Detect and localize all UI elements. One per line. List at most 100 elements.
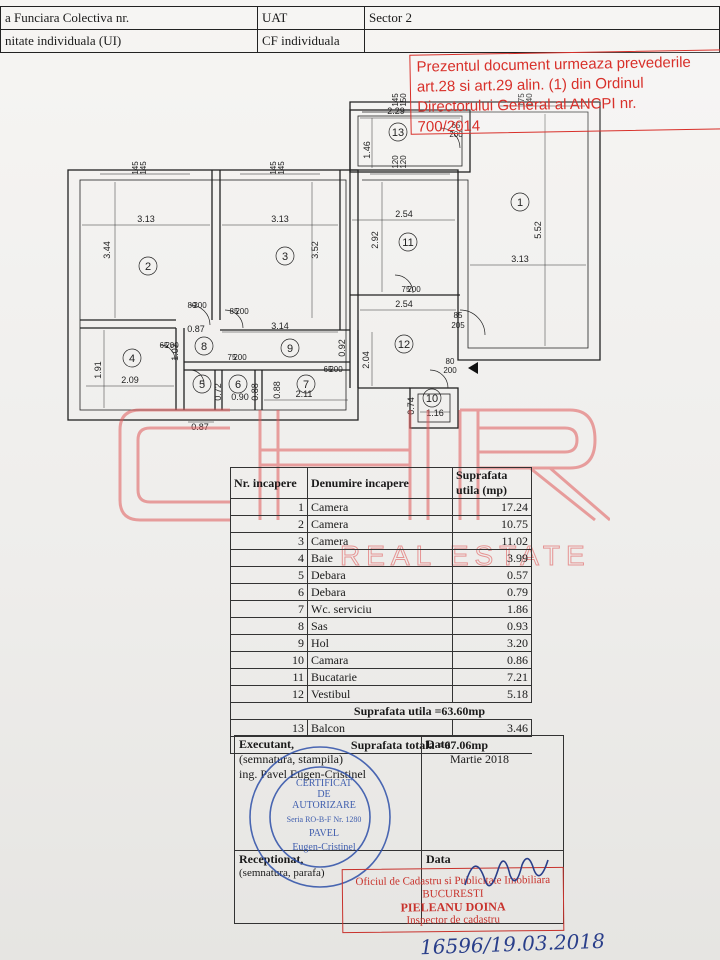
dim-label: 2.54	[395, 209, 413, 219]
dim-label: 3.13	[271, 214, 289, 224]
wall-label: 120	[399, 155, 408, 169]
door-label: 65	[324, 365, 333, 374]
executant-name: ing. Pavel Eugen-Cristinel	[239, 767, 366, 781]
room-marker-8: 8	[194, 336, 214, 356]
header-cell-cf: a Funciara Colectiva nr.	[0, 6, 258, 30]
door-label: 80	[188, 301, 197, 310]
header-cell-uat: UAT	[257, 6, 365, 30]
dim-label: 1.46	[362, 141, 372, 159]
door-label: 200	[235, 307, 249, 316]
room-marker-3: 3	[275, 246, 295, 266]
header-cell-empty	[364, 29, 720, 53]
wall-label: 175	[517, 93, 526, 107]
legal-notice-stamp: Prezentul document urmeaza prevederile a…	[409, 49, 720, 136]
dim-label: 0.87	[187, 324, 205, 334]
dim-label: 0.74	[406, 397, 416, 415]
header-cell-cf-individual: CF individuala	[257, 29, 365, 53]
dim-label: 1.16	[426, 408, 444, 418]
data-label: Data	[426, 737, 451, 751]
svg-text:7: 7	[303, 379, 309, 391]
header-table: a Funciara Colectiva nr. UAT Sector 2 ni…	[0, 6, 720, 53]
dim-label: 3.13	[137, 214, 155, 224]
dim-label: 2.11	[296, 389, 313, 399]
room-marker-13: 13	[388, 122, 408, 142]
dim-label: 0.87	[191, 422, 209, 432]
dim-label: 2.54	[395, 299, 413, 309]
dim-label: 2.09	[121, 375, 139, 385]
svg-text:11: 11	[402, 237, 413, 249]
room-marker-4: 4	[122, 348, 142, 368]
dim-label: 2.92	[370, 231, 380, 249]
dim-label: 3.14	[271, 321, 289, 331]
room-marker-11: 11	[398, 232, 418, 252]
door-label: 85	[230, 307, 239, 316]
dim-label: 5.52	[533, 221, 543, 239]
wall-label: 145	[391, 93, 400, 107]
door-label: 65	[452, 121, 461, 130]
plan-outer-right	[349, 101, 601, 361]
dim-label: 0.90	[231, 392, 249, 402]
dim-label: 3.44	[102, 241, 112, 259]
col-header-nr: Nr. incapere	[230, 467, 308, 499]
svg-text:13: 13	[392, 127, 404, 139]
executant-label: Executant,	[239, 737, 294, 751]
room-marker-7: 7	[296, 374, 316, 394]
useful-area-total: Suprafata utila =63.60mp	[307, 702, 532, 720]
room-marker-6: 6	[228, 374, 248, 394]
dim-label: 0.88	[272, 381, 282, 399]
room-marker-5: 5	[192, 374, 212, 394]
col-header-area: Suprafata utila (mp)	[452, 467, 532, 499]
executant-sub: (semnatura, stampila)	[239, 752, 343, 766]
room-areas-table: Nr. incapere Denumire incapere Suprafata…	[230, 467, 532, 754]
svg-text:1: 1	[517, 197, 523, 209]
wall-label: 140	[525, 93, 534, 107]
signature-scribble	[464, 857, 549, 887]
door-label: 200	[443, 366, 457, 375]
room-marker-9: 9	[280, 338, 300, 358]
floor-plan: 1 2 3 4 5 6 7 8 9 10 11 12 13 3.13 3.13 …	[67, 93, 601, 432]
room-marker-12: 12	[394, 334, 414, 354]
door-label: 200	[449, 130, 463, 139]
wall-label: 150	[399, 93, 408, 107]
svg-text:5: 5	[199, 379, 205, 391]
dim-label: 0.88	[250, 383, 260, 401]
svg-text:12: 12	[398, 339, 410, 351]
svg-text:6: 6	[235, 379, 241, 391]
dim-label: 2.04	[361, 351, 371, 369]
svg-text:2: 2	[145, 261, 151, 273]
dim-label: 0.92	[337, 339, 347, 357]
room-marker-10: 10	[422, 388, 442, 408]
svg-text:9: 9	[287, 343, 293, 355]
door-label: 200	[407, 285, 421, 294]
dim-label: 0.72	[213, 383, 223, 401]
wall-label: 145	[277, 161, 286, 175]
door-label: 65	[160, 341, 169, 350]
door-label: 200	[193, 301, 207, 310]
door-label: 75	[228, 353, 237, 362]
door-label: 200	[329, 365, 343, 374]
door-label: 200	[233, 353, 247, 362]
wall-label: 145	[131, 161, 140, 175]
door-label: 200	[165, 341, 179, 350]
entrance-arrow-icon	[468, 362, 478, 374]
room-marker-1: 1	[510, 192, 530, 212]
wall-label: 145	[139, 161, 148, 175]
data-value: Martie 2018	[450, 752, 509, 766]
door-label: 80	[446, 357, 455, 366]
door-label: 205	[451, 321, 465, 330]
dim-label: 3.13	[511, 254, 529, 264]
dim-label: 1.07	[170, 343, 180, 361]
header-cell-ui: nitate individuala (UI)	[0, 29, 258, 53]
svg-text:4: 4	[129, 353, 135, 365]
door-label: 85	[454, 311, 463, 320]
header-cell-sector: Sector 2	[364, 6, 720, 30]
col-header-name: Denumire incapere	[307, 467, 453, 499]
